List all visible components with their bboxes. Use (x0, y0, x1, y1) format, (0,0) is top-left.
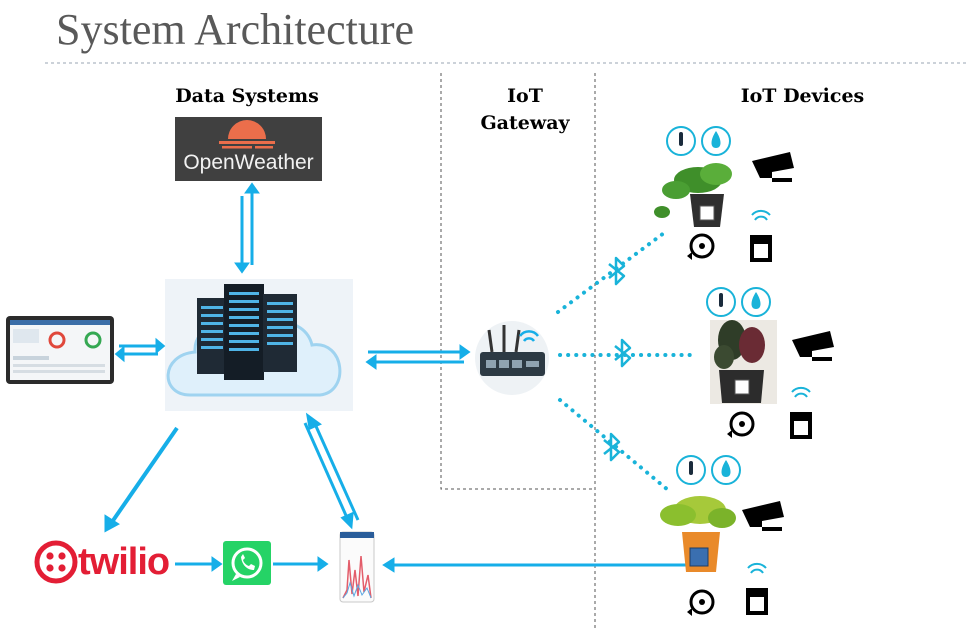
twilio-wordmark: twilio (78, 541, 170, 583)
iot-gateway-heading-line2: Gateway (480, 112, 570, 134)
iot-device-plant-1 (654, 126, 794, 262)
camera-icon (752, 152, 794, 182)
bluetooth-icon (603, 432, 621, 462)
arrowhead (305, 412, 322, 431)
arrow-cloud-to-phone (303, 422, 350, 521)
dashboard-tablet-icon (6, 316, 114, 384)
arrowhead (382, 557, 395, 573)
page-title: System Architecture (56, 5, 415, 54)
iot-gateway-router-icon (475, 321, 549, 395)
arrowhead (340, 511, 354, 530)
iot-device-plant-2 (706, 287, 834, 439)
bluetooth-link-top (556, 228, 670, 314)
bluetooth-icon (614, 338, 632, 368)
arrowhead (155, 337, 166, 355)
bluetooth-icon (608, 256, 626, 286)
arrowhead (211, 556, 223, 572)
qr-code-icon (689, 547, 709, 567)
camera-icon (792, 331, 834, 361)
bluetooth-link-bottom (558, 398, 670, 492)
cloud-server-icon (165, 279, 353, 411)
iot-gateway-heading: IoT Gateway (460, 83, 590, 137)
qr-code-icon (734, 379, 750, 395)
openweather-logo: OpenWeather (175, 117, 322, 181)
arrowhead (234, 262, 250, 274)
qr-code-icon (699, 205, 715, 221)
gateway-zone-border (440, 73, 595, 490)
arrowhead (459, 344, 471, 360)
iot-device-plant-3 (660, 455, 784, 616)
arrowhead (317, 556, 329, 572)
arrowhead (114, 345, 125, 363)
arrowhead (104, 514, 120, 533)
twilio-logo-icon (34, 540, 78, 584)
arrow-cloud-to-twilio (110, 426, 179, 524)
openweather-wordmark: OpenWeather (183, 151, 314, 174)
arrowhead (244, 182, 260, 194)
bluetooth-links (556, 228, 692, 492)
whatsapp-icon (223, 541, 271, 585)
mobile-app-chart-icon (339, 531, 375, 603)
data-systems-heading: Data Systems (175, 85, 319, 107)
connection-arrows (104, 182, 690, 573)
iot-devices-heading: IoT Devices (740, 85, 865, 107)
arrowhead (365, 354, 377, 370)
camera-icon (742, 501, 784, 531)
arrow-phone-to-cloud (313, 423, 360, 521)
openweather-sun-icon (219, 120, 275, 149)
iot-gateway-heading-line1: IoT (507, 85, 543, 107)
